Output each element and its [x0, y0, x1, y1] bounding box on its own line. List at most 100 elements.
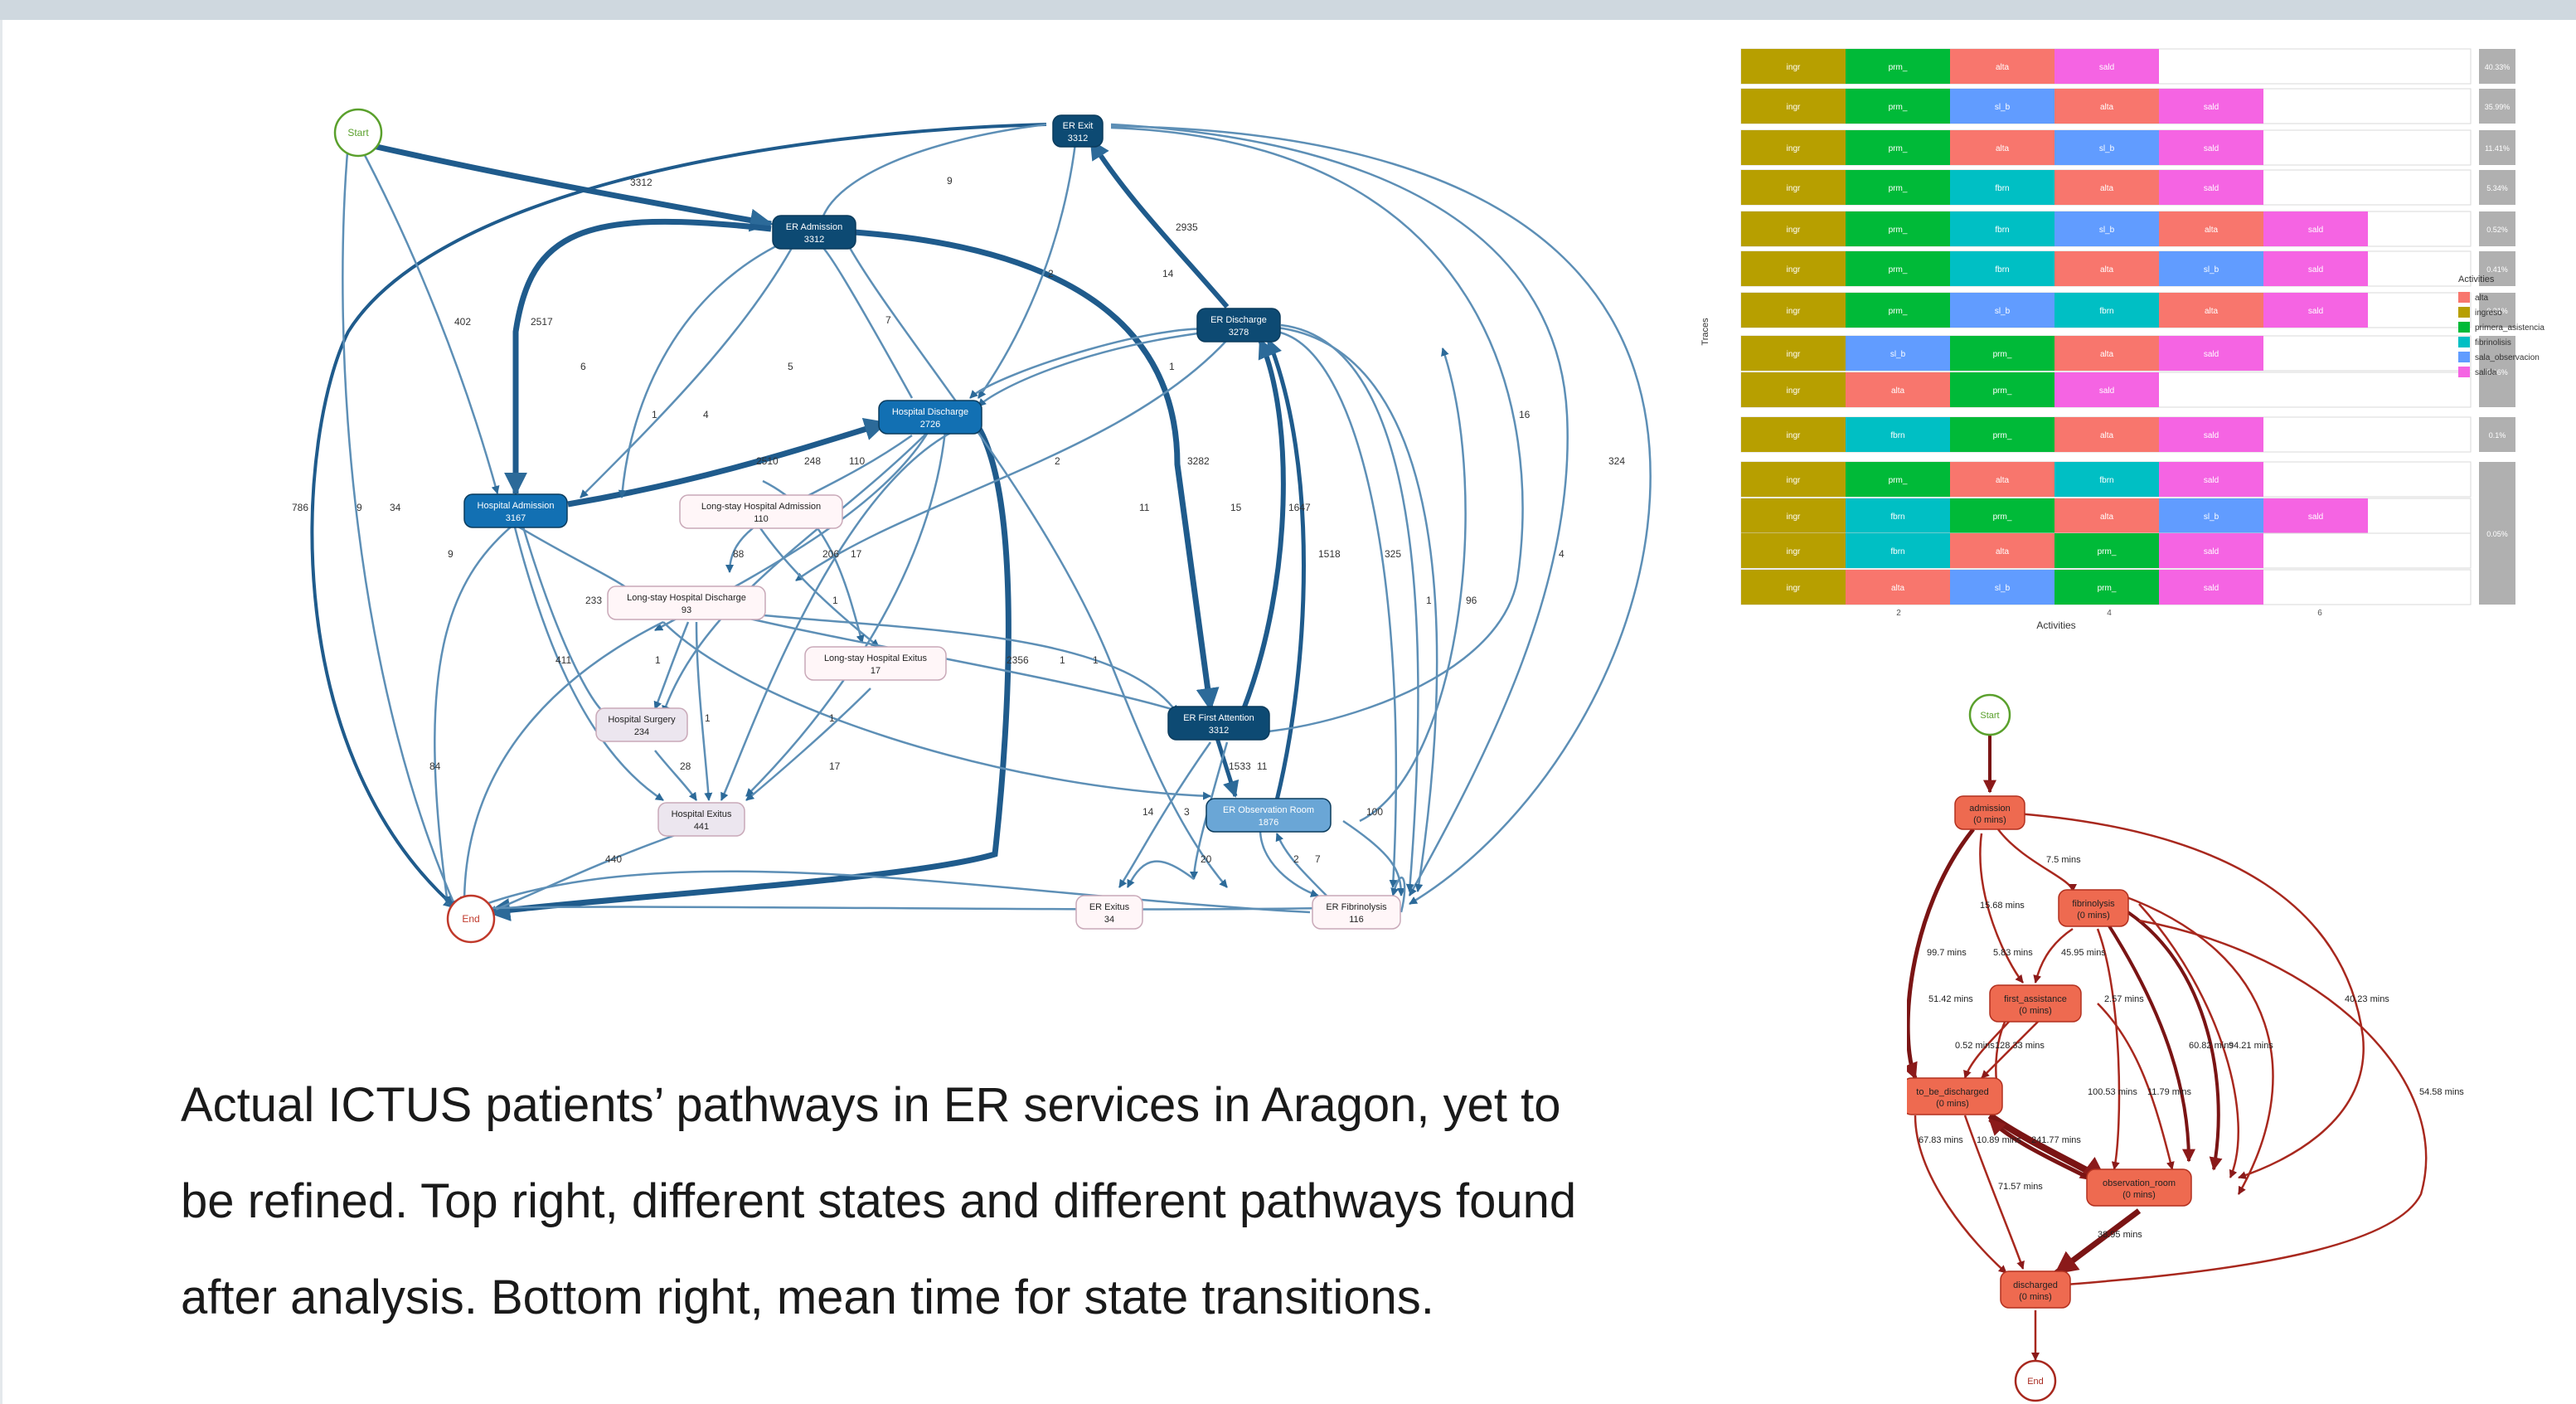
trace-cell-label: ingr	[1787, 547, 1801, 556]
process-edge-label: 14	[1142, 806, 1154, 818]
trace-cell-slb	[1950, 293, 2054, 328]
process-edge-label: 1	[829, 712, 835, 724]
trace-frequency-bar	[2479, 336, 2515, 407]
trace-cell-label: alta	[1996, 547, 2010, 556]
trace-frequency-bar	[2479, 417, 2515, 452]
trace-cell-alta	[2054, 251, 2159, 286]
process-node-label: Hospital Exitus	[672, 809, 732, 819]
trace-cell-label: ingr	[1787, 476, 1801, 485]
process-edge-label: 20	[1201, 853, 1212, 865]
trace-cell-prm	[1950, 417, 2054, 452]
time-edge-label: 71.57 mins	[1998, 1182, 2043, 1192]
trace-cell-label: sl_b	[2099, 144, 2115, 153]
trace-cell-slb	[2159, 498, 2263, 533]
process-edge-label: 7	[1315, 853, 1321, 865]
time-node-label: first_assistance	[2004, 994, 2067, 1004]
trace-cell-fbrn	[1846, 417, 1950, 452]
trace-cell-slb	[1950, 89, 2054, 124]
trace-cell-label: ingr	[1787, 226, 1801, 235]
process-edge-label: 34	[390, 502, 401, 513]
trace-cell-prm	[1846, 170, 1950, 205]
process-edge-label: 2935	[1176, 221, 1198, 233]
trace-frequency-bar	[2479, 170, 2515, 205]
trace-cell-label: ingr	[1787, 144, 1801, 153]
trace-cell-label: sl_b	[1890, 350, 1906, 359]
trace-cell-prm	[1846, 49, 1950, 84]
caption-line-2: be refined. Top right, different states …	[181, 1174, 1577, 1228]
process-edge-label: 14	[1162, 268, 1174, 279]
time-node-first: first_assistance(0 mins)	[1989, 984, 2082, 1023]
trace-cell-label: ingr	[1787, 184, 1801, 193]
process-node-label: ER Admission	[786, 222, 842, 232]
trace-cell-alta	[1950, 130, 2054, 165]
svg-text:Start: Start	[1980, 711, 1999, 721]
process-node-count: 116	[1349, 915, 1364, 925]
trace-cell-sald	[2159, 130, 2263, 165]
trace-frequency-label: 40.33%	[2485, 63, 2511, 71]
process-node-label: Hospital Surgery	[608, 715, 676, 725]
svg-text:End: End	[2027, 1377, 2044, 1387]
process-node-label: ER Observation Room	[1223, 805, 1314, 815]
time-edge-label: 60.82 mins	[2189, 1041, 2234, 1051]
process-edge-label: 17	[829, 760, 841, 772]
trace-cell-ingr	[1741, 336, 1846, 371]
trace-cell-label: ingr	[1787, 350, 1801, 359]
trace-chart-y-title: Traces	[1700, 318, 1710, 346]
trace-cell-alta	[1950, 462, 2054, 497]
process-edge-label: 324	[1608, 455, 1625, 467]
process-edge-label: 15	[1230, 502, 1242, 513]
trace-cell-prm	[1846, 462, 1950, 497]
trace-cell-label: prm_	[1889, 103, 1908, 112]
trace-legend-item: salida	[2458, 367, 2497, 377]
caption: Actual ICTUS patients’ pathways in ER se…	[181, 1057, 1756, 1346]
trace-cell-sald	[2159, 336, 2263, 371]
trace-frequency-label: 11.41%	[2485, 144, 2510, 153]
trace-cell-sald	[2159, 570, 2263, 605]
trace-cell-slb	[2054, 130, 2159, 165]
process-edge-label: 440	[605, 853, 622, 865]
trace-cell-label: ingr	[1787, 103, 1801, 112]
trace-cell-ingr	[1741, 533, 1846, 568]
process-node-count: 3312	[1209, 726, 1229, 736]
edge-eradmission-hospadmission	[504, 218, 772, 496]
process-edge-label: 5	[788, 361, 793, 372]
process-node-label: ER Discharge	[1210, 315, 1267, 325]
process-node-count: 441	[694, 822, 709, 832]
trace-cell-label: alta	[1891, 584, 1905, 593]
process-node-start: Start	[333, 108, 383, 158]
trace-cell-ingr	[1741, 49, 1846, 84]
trace-cell-label: sald	[2099, 63, 2114, 72]
trace-cell-alta	[2159, 293, 2263, 328]
time-edge-label: 128.33 mins	[1995, 1041, 2045, 1051]
trace-cell-ingr	[1741, 89, 1846, 124]
trace-cell-label: sl_b	[1995, 307, 2011, 316]
trace-legend-item: sala_observacion	[2458, 352, 2540, 362]
process-edge-label: 1647	[1288, 502, 1311, 513]
process-edge-label: 9	[947, 175, 953, 187]
svg-text:primera_asistencia: primera_asistencia	[2475, 323, 2544, 333]
process-edge-label: 411	[555, 654, 571, 666]
trace-cell-sald	[2159, 462, 2263, 497]
trace-cell-slb	[1846, 336, 1950, 371]
trace-cell-label: sald	[2308, 307, 2323, 316]
trace-cell-label: prm_	[1993, 386, 2012, 396]
time-node-label: observation_room	[2103, 1178, 2176, 1188]
process-edge-label: 16	[1519, 409, 1531, 420]
trace-cell-alta	[2159, 211, 2263, 246]
trace-cell-ingr	[1741, 417, 1846, 452]
trace-cell-sald	[2159, 417, 2263, 452]
process-edge-label: 11	[1257, 760, 1268, 772]
time-node-disch: discharged(0 mins)	[2000, 1270, 2071, 1309]
time-edge-label: 45.95 mins	[2061, 948, 2106, 958]
trace-cell-prm	[1846, 130, 1950, 165]
trace-cell-prm	[2054, 570, 2159, 605]
